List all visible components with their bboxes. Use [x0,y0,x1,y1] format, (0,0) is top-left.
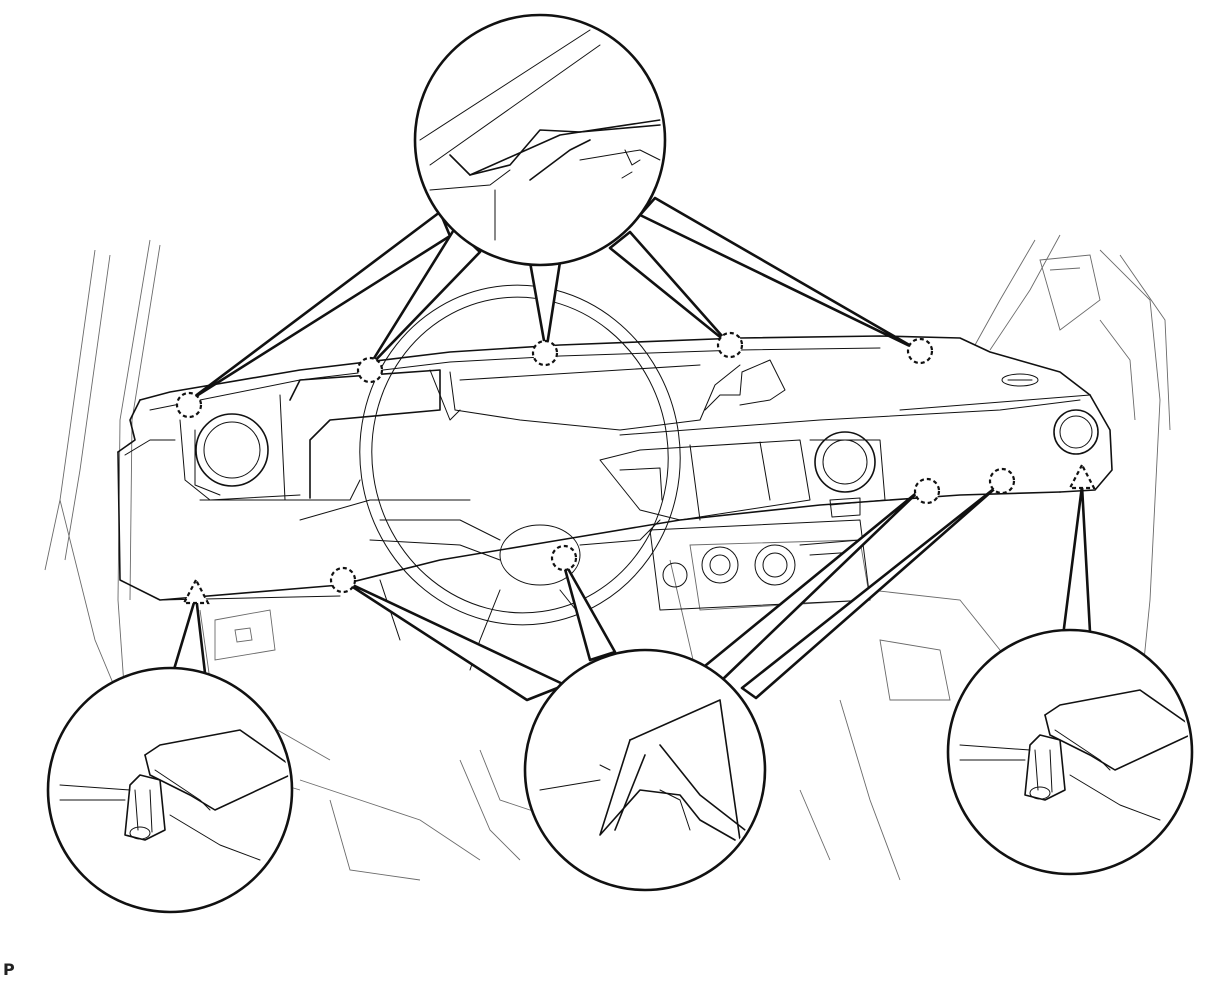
clip-marker [913,477,941,505]
clip-marker [531,339,559,367]
left-pillar [44,239,161,701]
bottom-center-detail-callout [523,648,767,892]
clip-marker [356,356,384,384]
claw-marker [1068,462,1096,490]
corner-code-label: P [3,960,15,979]
steering-wheel [299,284,681,671]
right-pillar [974,234,1171,701]
clip-marker [988,467,1016,495]
instrument-panel [117,335,1113,611]
bottom-right-detail-callout [946,628,1194,876]
claw-marker [182,577,210,605]
clip-marker [175,391,203,419]
clip-marker [550,544,578,572]
clip-marker [906,337,934,365]
clip-marker [329,566,357,594]
callout-leaders [170,196,1092,702]
bottom-left-detail-callout [46,666,294,914]
clip-marker [716,331,744,359]
clip-position-markers [175,331,1096,605]
top-detail-callout [413,13,667,267]
